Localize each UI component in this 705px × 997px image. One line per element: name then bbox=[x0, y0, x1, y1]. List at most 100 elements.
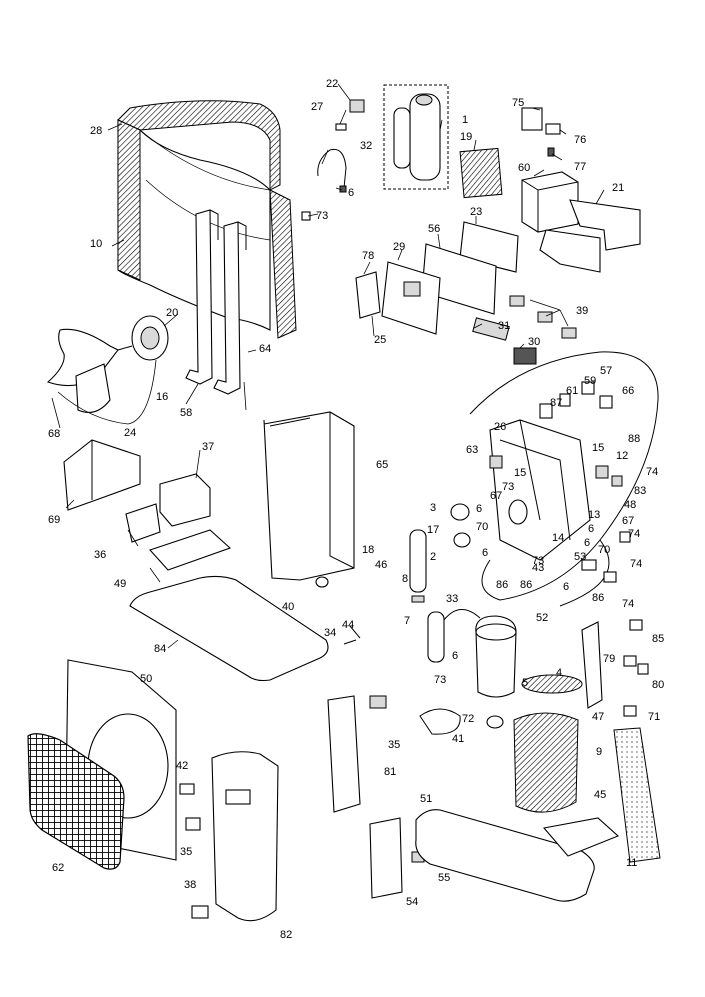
panel-45 bbox=[613, 727, 661, 863]
label-6d: 6 bbox=[584, 537, 590, 549]
small-parts-right bbox=[623, 619, 649, 717]
label-73c: 73 bbox=[532, 555, 544, 567]
label-9: 9 bbox=[596, 746, 602, 758]
label-35: 35 bbox=[388, 739, 400, 751]
panel-47 bbox=[581, 621, 603, 709]
label-78: 78 bbox=[362, 250, 374, 262]
label-73: 73 bbox=[316, 210, 328, 222]
label-39: 39 bbox=[576, 305, 588, 317]
leader-lines bbox=[51, 83, 605, 649]
label-66: 66 bbox=[622, 385, 634, 397]
label-11: 11 bbox=[626, 857, 637, 869]
label-47: 47 bbox=[592, 711, 604, 723]
label-13: 13 bbox=[588, 509, 600, 521]
label-30: 30 bbox=[528, 336, 540, 348]
label-87: 87 bbox=[550, 397, 562, 409]
label-70: 70 bbox=[476, 521, 488, 533]
label-64: 64 bbox=[259, 343, 271, 355]
base-plate bbox=[415, 809, 620, 902]
label-42: 42 bbox=[176, 760, 188, 772]
label-23: 23 bbox=[470, 206, 482, 218]
label-41: 41 bbox=[452, 733, 464, 745]
label-18: 18 bbox=[362, 544, 374, 556]
label-35b: 35 bbox=[180, 846, 192, 858]
label-58: 58 bbox=[180, 407, 192, 419]
label-50: 50 bbox=[140, 673, 152, 685]
label-49: 49 bbox=[114, 578, 126, 590]
control-box-60 bbox=[521, 171, 641, 273]
label-33: 33 bbox=[446, 593, 458, 605]
small-parts-75-77 bbox=[521, 107, 561, 157]
label-74c: 74 bbox=[630, 558, 642, 570]
label-17: 17 bbox=[427, 524, 439, 536]
label-86b: 86 bbox=[520, 579, 532, 591]
label-29: 29 bbox=[393, 241, 405, 253]
label-12: 12 bbox=[616, 450, 628, 462]
label-15b: 15 bbox=[514, 467, 526, 479]
accumulator bbox=[409, 529, 427, 603]
connectors bbox=[472, 295, 577, 365]
label-45: 45 bbox=[594, 789, 606, 801]
label-21: 21 bbox=[612, 182, 624, 194]
label-59: 59 bbox=[584, 375, 596, 387]
label-74d: 74 bbox=[622, 598, 634, 610]
label-65: 65 bbox=[376, 459, 388, 471]
reactor-assembly bbox=[63, 439, 232, 571]
label-51: 51 bbox=[420, 793, 432, 805]
label-62: 62 bbox=[52, 862, 64, 874]
label-69: 69 bbox=[48, 514, 60, 526]
label-79: 79 bbox=[603, 653, 615, 665]
label-63: 63 bbox=[466, 444, 478, 456]
label-10: 10 bbox=[90, 238, 102, 250]
label-6: 6 bbox=[348, 187, 354, 199]
label-57: 57 bbox=[600, 365, 612, 377]
label-25: 25 bbox=[374, 334, 386, 346]
label-54: 54 bbox=[406, 896, 418, 908]
label-15: 15 bbox=[592, 442, 604, 454]
label-7: 7 bbox=[404, 615, 410, 627]
label-67b: 67 bbox=[622, 515, 634, 527]
label-73b: 73 bbox=[502, 481, 514, 493]
label-6g: 6 bbox=[452, 650, 458, 662]
label-81: 81 bbox=[384, 766, 396, 778]
label-72: 72 bbox=[462, 713, 474, 725]
compressor bbox=[427, 609, 517, 729]
label-34: 34 bbox=[324, 627, 336, 639]
label-22: 22 bbox=[326, 78, 338, 90]
label-56: 56 bbox=[428, 223, 440, 235]
label-5: 5 bbox=[522, 677, 528, 689]
label-20: 20 bbox=[166, 307, 178, 319]
label-80: 80 bbox=[652, 679, 664, 691]
label-6c: 6 bbox=[588, 523, 594, 535]
label-4: 4 bbox=[556, 667, 562, 679]
label-48: 48 bbox=[624, 499, 636, 511]
part-labels: 22 27 28 1 19 75 76 77 60 21 32 6 73 10 … bbox=[48, 78, 664, 941]
label-36: 36 bbox=[94, 549, 106, 561]
label-43: 43 bbox=[532, 562, 544, 574]
fan-and-motor bbox=[46, 315, 169, 425]
label-44: 44 bbox=[342, 619, 354, 631]
label-1: 1 bbox=[462, 114, 468, 126]
electrical-panel-65 bbox=[263, 411, 355, 588]
label-68: 68 bbox=[48, 428, 60, 440]
label-71: 71 bbox=[648, 711, 660, 723]
label-67: 67 bbox=[490, 490, 502, 502]
pcbs bbox=[355, 221, 519, 335]
label-37: 37 bbox=[202, 441, 214, 453]
label-8: 8 bbox=[402, 573, 408, 585]
label-85: 85 bbox=[652, 633, 664, 645]
label-2: 2 bbox=[430, 551, 436, 563]
service-panels bbox=[327, 625, 461, 899]
label-75: 75 bbox=[512, 97, 524, 109]
label-6f: 6 bbox=[563, 581, 569, 593]
label-6e: 6 bbox=[482, 547, 488, 559]
label-53: 53 bbox=[574, 551, 586, 563]
label-70b: 70 bbox=[598, 544, 610, 556]
label-28: 28 bbox=[90, 125, 102, 137]
label-40: 40 bbox=[282, 601, 294, 613]
label-32: 32 bbox=[360, 140, 372, 152]
compressor-assembly-1 bbox=[383, 84, 449, 190]
label-74: 74 bbox=[646, 466, 658, 478]
label-82: 82 bbox=[280, 929, 292, 941]
